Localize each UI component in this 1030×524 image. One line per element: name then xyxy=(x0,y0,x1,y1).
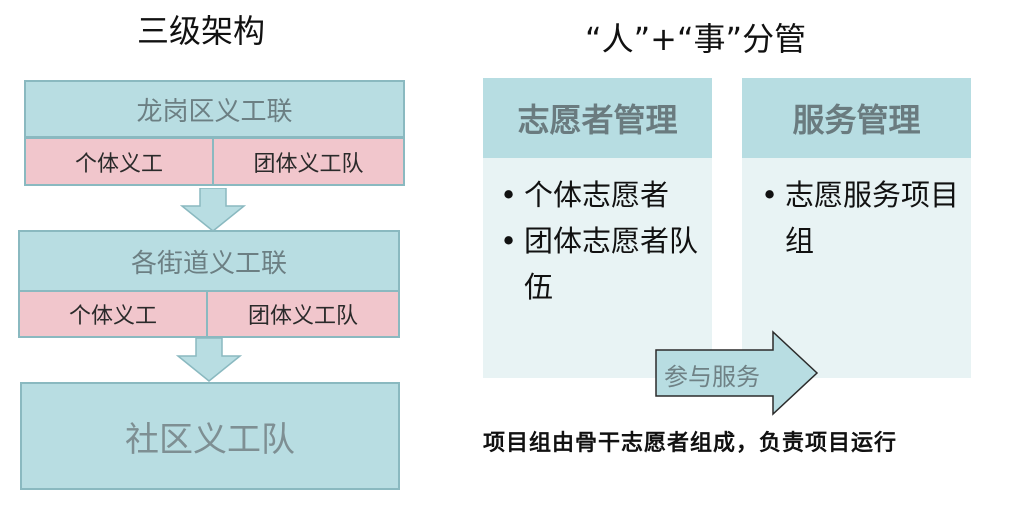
district-team-box: 团体义工队 xyxy=(212,137,405,186)
right-heading: “人”+“事”分管 xyxy=(585,20,807,58)
list-item: 团体志愿者队伍 xyxy=(494,218,704,310)
right-arrow-icon xyxy=(655,330,819,416)
street-individual-label: 个体义工 xyxy=(68,304,157,329)
community-team-label: 社区义工队 xyxy=(125,419,295,460)
participate-service-label: 参与服务 xyxy=(664,363,760,391)
down-arrow-icon xyxy=(180,188,246,232)
service-management-header: 服务管理 xyxy=(742,78,971,158)
district-federation-box: 龙岗区义工联 xyxy=(24,80,405,138)
left-heading: 三级架构 xyxy=(137,12,266,50)
down-arrow-icon xyxy=(176,338,242,382)
list-item: 志愿服务项目组 xyxy=(755,172,965,264)
district-individual-label: 个体义工 xyxy=(74,151,163,177)
service-list: 志愿服务项目组 xyxy=(755,172,965,264)
street-federation-box: 各街道义工联 xyxy=(18,230,400,292)
community-team-box: 社区义工队 xyxy=(20,382,400,490)
volunteer-management-header: 志愿者管理 xyxy=(483,78,712,158)
volunteer-management-title: 志愿者管理 xyxy=(517,101,678,139)
street-team-box: 团体义工队 xyxy=(206,290,400,338)
footnote: 项目组由骨干志愿者组成，负责项目运行 xyxy=(483,430,898,456)
district-team-label: 团体义工队 xyxy=(253,151,364,177)
district-federation-label: 龙岗区义工联 xyxy=(136,96,293,127)
service-management-title: 服务管理 xyxy=(792,101,921,139)
district-individual-box: 个体义工 xyxy=(24,137,214,186)
volunteer-list: 个体志愿者 团体志愿者队伍 xyxy=(494,172,704,310)
street-individual-box: 个体义工 xyxy=(18,290,208,338)
street-team-label: 团体义工队 xyxy=(247,304,358,329)
street-federation-label: 各街道义工联 xyxy=(130,248,287,279)
list-item: 个体志愿者 xyxy=(494,172,704,218)
